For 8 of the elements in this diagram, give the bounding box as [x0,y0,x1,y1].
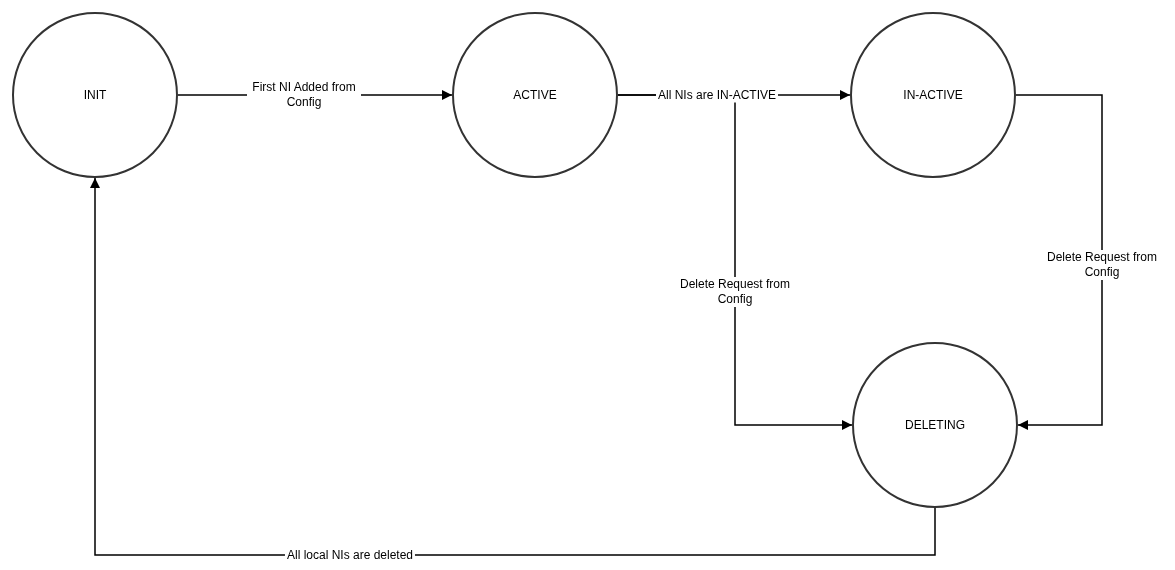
edge-label: First NI Added from Config [247,80,361,110]
arrow [1015,94,1103,430]
arrow [90,177,936,556]
edge-label: All NIs are IN-ACTIVE [656,87,778,103]
state-name: ACTIVE [513,88,557,102]
state-name: INIT [83,88,107,102]
state-name: IN-ACTIVE [903,88,963,102]
state-name: DELETING [905,418,965,432]
